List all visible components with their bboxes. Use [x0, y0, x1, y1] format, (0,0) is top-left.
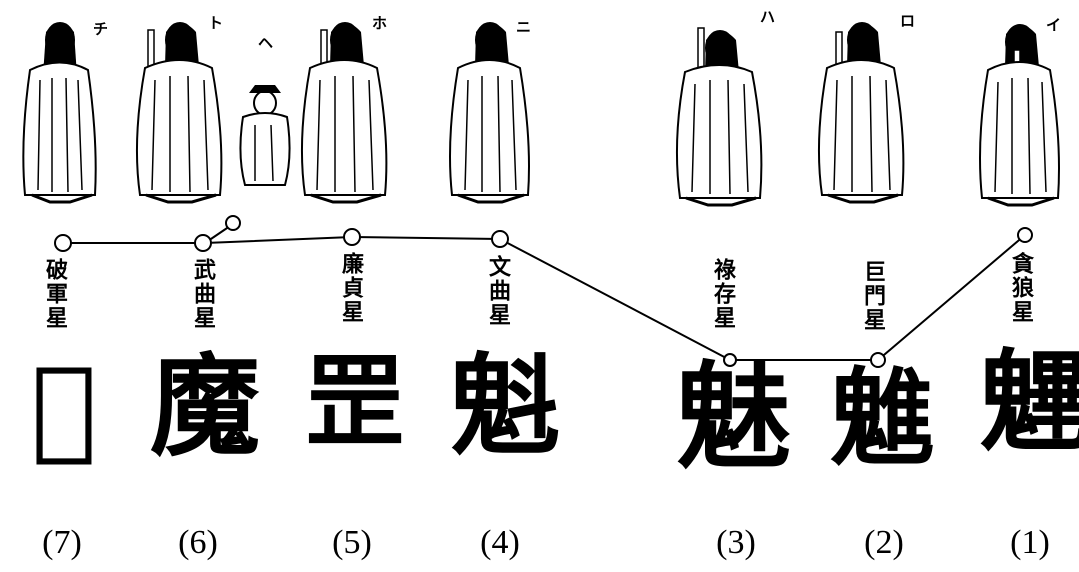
star-name-6: 武曲星: [190, 258, 216, 330]
talisman-glyph-7: 𤨚: [30, 342, 97, 471]
star-circle-2: [870, 352, 886, 368]
star-circles: [54, 215, 1033, 368]
robed-figure-ho: [300, 22, 388, 204]
star-circle-7: [54, 234, 72, 252]
star-number-3: (3): [716, 524, 756, 561]
star-number-5: (5): [332, 524, 372, 561]
star-name-7: 破軍星: [42, 258, 68, 330]
star-number-4: (4): [480, 524, 520, 561]
robed-figure-to: [135, 22, 223, 204]
robed-figure-ni: [449, 22, 530, 204]
robed-figure-ro: [817, 22, 905, 204]
talisman-glyph-6: 魔: [150, 342, 260, 471]
talisman-glyph-5: 罡: [305, 343, 405, 461]
figure-label-to: ト: [208, 14, 223, 32]
star-number-2: (2): [864, 524, 904, 561]
star-number-6: (6): [178, 524, 218, 561]
figure-label-he: ヘ: [258, 34, 273, 52]
talisman-glyph-2: 魋: [830, 356, 936, 480]
star-circle-4: [491, 230, 509, 248]
figure-label-ha: ハ: [760, 8, 775, 26]
robed-figure-ha: [675, 27, 763, 207]
star-number-7: (7): [42, 524, 82, 561]
star-name-2: 巨門星: [860, 260, 886, 332]
figure-label-ro: ロ: [900, 12, 915, 30]
star-circle-5: [343, 228, 361, 246]
figure-label-chi: チ: [93, 20, 108, 38]
star-name-3: 祿存星: [710, 258, 736, 330]
figure-label-i: イ: [1046, 16, 1061, 34]
star-number-1: (1): [1010, 524, 1050, 561]
robed-figure-chi: [22, 22, 97, 204]
star-name-4: 文曲星: [485, 255, 511, 327]
talisman-glyph-4: 魁: [450, 342, 560, 471]
figure-label-ho: ホ: [372, 14, 387, 32]
robed-figure-i: [979, 24, 1060, 207]
child-attendant-figure: [239, 85, 291, 186]
star-circle-6: [194, 234, 212, 252]
talisman-glyph-1: 魓: [980, 338, 1079, 467]
star-name-5: 廉貞星: [338, 252, 364, 324]
star-circle-3: [723, 353, 737, 367]
star-circle-1: [1017, 227, 1033, 243]
talisman-glyph-3: 魅: [676, 350, 792, 485]
star-name-1: 貪狼星: [1008, 252, 1034, 324]
figure-label-ni: ニ: [516, 18, 531, 36]
star-circle-alcor: [225, 215, 241, 231]
